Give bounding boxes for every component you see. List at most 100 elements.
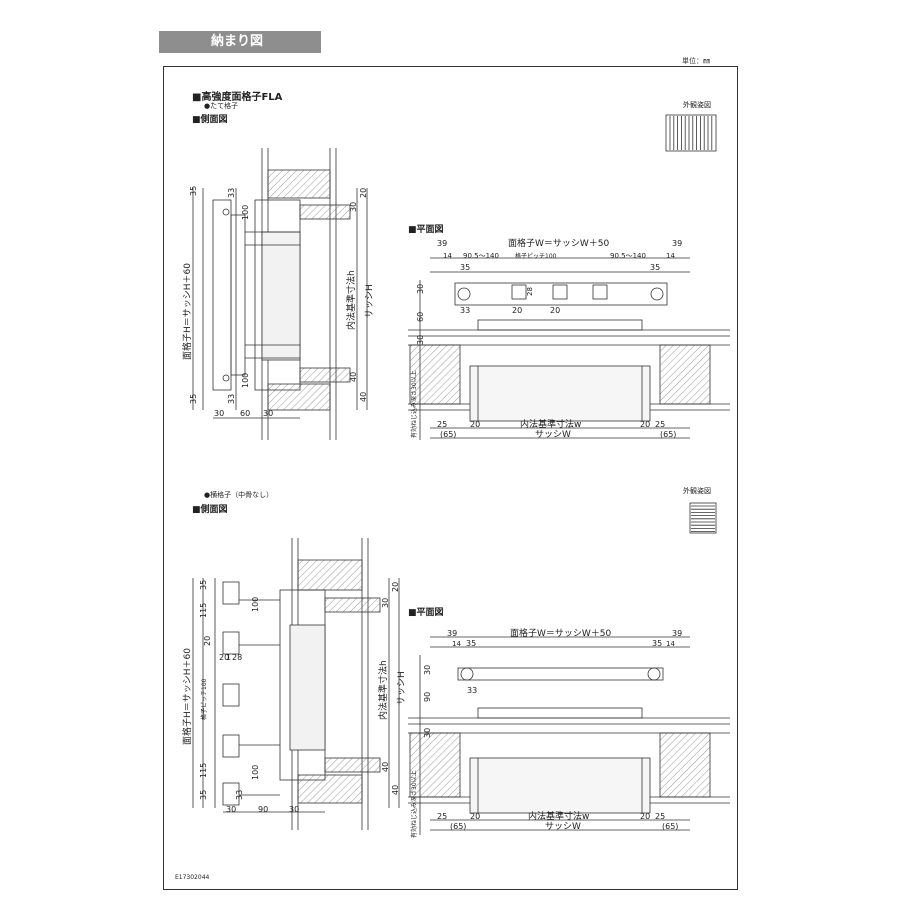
appearance-vertical-icon [665, 114, 717, 152]
appearance-label-top: 外観姿図 [683, 101, 711, 109]
dim-30: 30 [349, 202, 358, 212]
inner-height-bottom: 内法基準寸法h [377, 660, 389, 720]
dim-100-top: 100 [241, 205, 250, 220]
dim-30-plan: 30 [416, 284, 425, 294]
dim-h30b: 30 [263, 409, 273, 418]
dim-33-plan-b: 33 [467, 686, 477, 695]
dim-100-top-b: 100 [251, 597, 260, 612]
document-id: E17302044 [175, 874, 210, 881]
dim-14-right-b: 14 [666, 640, 675, 648]
dim-35-bot: 35 [189, 394, 198, 404]
sash-width-top: サッシW [535, 429, 571, 440]
dim-14-left: 14 [443, 252, 452, 260]
dim-25-left-b: 25 [437, 812, 447, 821]
dim-30-b: 30 [381, 598, 390, 608]
dim-30b-plan: 30 [416, 335, 425, 345]
dim-115-top-b: 115 [199, 603, 208, 618]
dim-28-plan: 28 [526, 287, 534, 296]
grille-height-top: 面格子H＝サッシH＋60 [181, 263, 193, 360]
dim-20a-b: 20 [203, 636, 212, 646]
dim-20c-b: 20 [391, 582, 400, 592]
install-note-bottom: 有効ねじ込み深さ30以上 [410, 770, 418, 838]
dim-115-bot-b: 115 [199, 763, 208, 778]
dim-35-right: 35 [650, 263, 660, 272]
dim-25-left: 25 [437, 420, 447, 429]
dim-h30b-b: 30 [289, 805, 299, 814]
side-view-title-bottom: ■側面図 [192, 505, 228, 515]
dim-35-left: 35 [460, 263, 470, 272]
dim-39-right-b: 39 [672, 629, 682, 638]
plan-view-title-bottom: ■平面図 [408, 608, 444, 618]
plan-view-bottom [408, 636, 730, 835]
plan-view-title-top: ■平面図 [408, 225, 444, 235]
side-view-bottom [192, 538, 400, 830]
dim-65-left-b: (65) [450, 822, 466, 831]
sash-width-bottom: サッシW [545, 821, 581, 832]
appearance-label-bottom: 外観姿図 [683, 487, 711, 495]
dim-35-top-b: 35 [199, 580, 208, 590]
dim-20b-b: 20 [219, 653, 229, 662]
range-left: 90.5～140 [463, 252, 499, 260]
dim-h90-b: 90 [258, 805, 268, 814]
pitch-top: 格子ピッチ100 [515, 252, 557, 260]
grille-height-bottom: 面格子H＝サッシH＋60 [181, 648, 193, 745]
inner-width-bottom: 内法基準寸法w [528, 810, 589, 822]
dim-33-plan: 33 [460, 306, 470, 315]
dim-39-left-b: 39 [447, 629, 457, 638]
section-title: 納まり図 [159, 31, 321, 53]
variant-vertical: ●たて格子 [204, 102, 239, 110]
dim-20-left: 20 [470, 420, 480, 429]
variant-horizontal: ●横格子（中骨なし） [204, 491, 274, 499]
dim-20b-plan: 20 [550, 306, 560, 315]
dim-28-b: 28 [232, 653, 242, 662]
sash-height-top: サッシH [364, 284, 375, 318]
side-view-top [192, 148, 368, 440]
dim-30b-plan-b: 30 [423, 728, 432, 738]
sash-height-bottom: サッシH [396, 671, 407, 705]
dim-40-b: 40 [359, 392, 368, 402]
dim-1-b: 1 [226, 653, 231, 662]
dim-33-top: 33 [227, 188, 236, 198]
dim-20: 20 [359, 188, 368, 198]
dim-35-top: 35 [189, 186, 198, 196]
dim-39-left: 39 [437, 239, 447, 248]
dim-40a-b: 40 [381, 762, 390, 772]
dim-40-a: 40 [349, 372, 358, 382]
overall-width-top: 面格子W＝サッシW＋50 [508, 237, 610, 249]
dim-100-bot-b: 100 [251, 765, 260, 780]
dim-h30-b: 30 [226, 805, 236, 814]
dim-14-left-b: 14 [452, 640, 461, 648]
inner-height-top: 内法基準寸法h [345, 270, 357, 330]
dim-39-right: 39 [672, 239, 682, 248]
dim-65-left: (65) [440, 430, 456, 439]
dim-33-bot: 33 [227, 394, 236, 404]
dim-25-right: 25 [655, 420, 665, 429]
dim-20a-plan: 20 [512, 306, 522, 315]
dim-30-plan-b: 30 [423, 665, 432, 675]
dim-100-bot: 100 [241, 373, 250, 388]
dim-h60: 60 [240, 409, 250, 418]
dim-20-right: 20 [640, 420, 650, 429]
dim-20-right-b: 20 [640, 812, 650, 821]
overall-width-bottom: 面格子W＝サッシW＋50 [510, 627, 612, 639]
dim-14-right: 14 [666, 252, 675, 260]
product-title: ■高強度面格子FLA [192, 92, 283, 103]
plan-view-top [408, 257, 730, 440]
dim-65-right-b: (65) [662, 822, 678, 831]
dim-35-bot-b: 35 [199, 790, 208, 800]
dim-20-left-b: 20 [470, 812, 480, 821]
inner-width-top: 内法基準寸法w [520, 418, 581, 430]
dim-33-b: 33 [235, 790, 244, 800]
dim-35-right-b: 35 [652, 639, 662, 648]
dim-60-plan: 60 [416, 312, 425, 322]
pitch-bottom: 格子ピッチ100 [200, 678, 208, 720]
install-note-top: 有効ねじ込み深さ30以上 [410, 370, 418, 438]
drawing-frame [163, 66, 738, 890]
dim-25-right-b: 25 [655, 812, 665, 821]
dim-h30: 30 [214, 409, 224, 418]
side-view-title-top: ■側面図 [192, 115, 228, 125]
dim-65-right: (65) [660, 430, 676, 439]
dim-35-left-b: 35 [466, 639, 476, 648]
dim-40b-b: 40 [391, 785, 400, 795]
